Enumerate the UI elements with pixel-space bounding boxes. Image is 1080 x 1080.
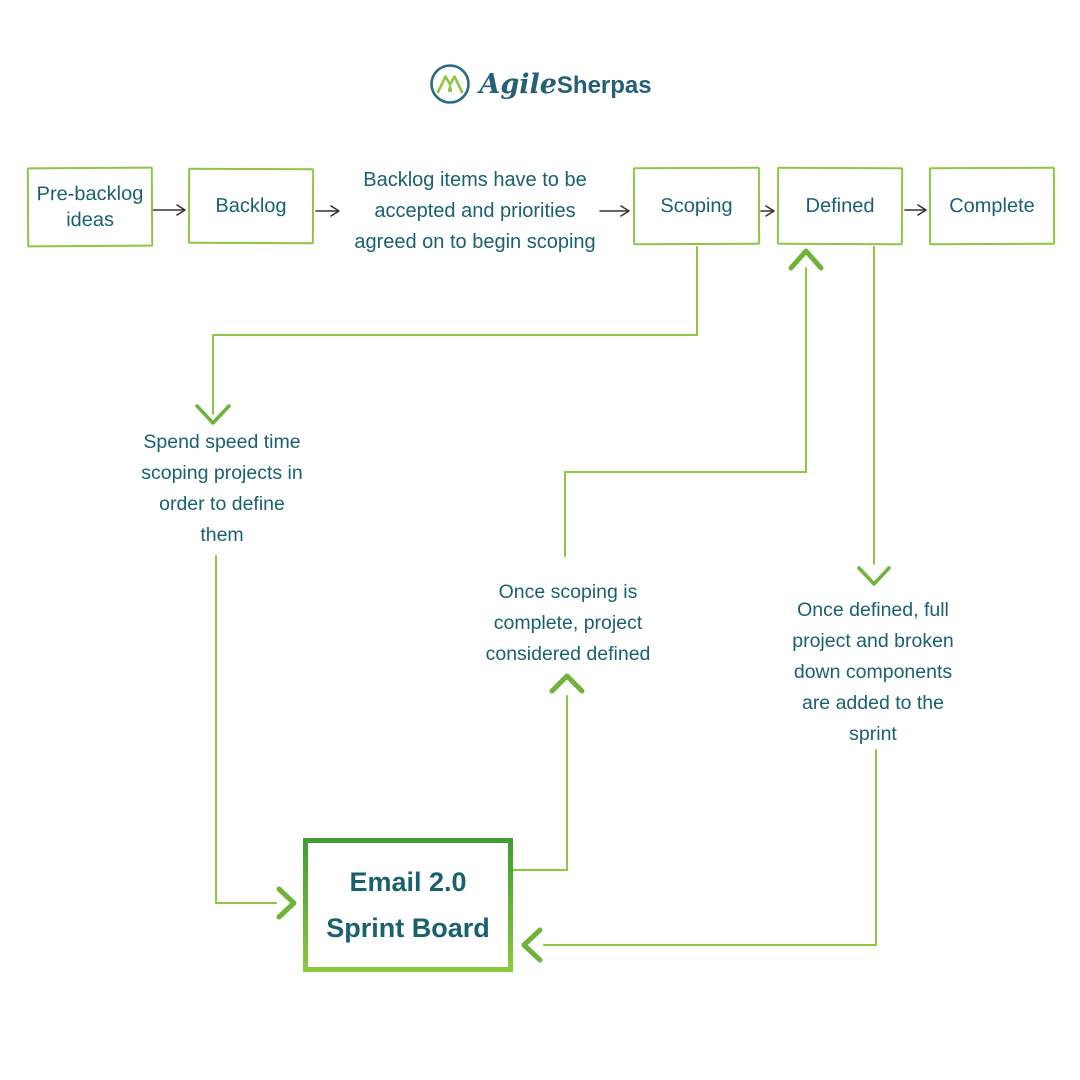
flow-box-scoping: Scoping [632, 166, 761, 246]
arrow-prebacklog-to-backlog [152, 204, 186, 216]
arrow-defined-to-sprint-note [857, 246, 891, 586]
arrow-gate-note-to-scoping [599, 205, 630, 217]
flow-box-pre-backlog-ideas: Pre-backlog ideas [26, 166, 154, 248]
note-scoping-complete: Once scoping is complete, project consid… [485, 581, 651, 665]
arrow-sprint-board-to-defined-note [512, 673, 585, 871]
arrow-scoping-to-defined [760, 205, 775, 217]
note-scoping-time: Spend speed time scoping projects in ord… [141, 431, 303, 546]
gate-note-backlog-acceptance: Backlog items have to be accepted and pr… [354, 169, 596, 253]
arrow-scoping-note-to-sprint-board [215, 555, 297, 920]
arrow-defined-to-complete [904, 204, 927, 216]
brand-name-sherpas: Sherpas [556, 71, 652, 99]
arrow-scoping-to-scoping-note [195, 246, 698, 425]
sprint-board-box: Email 2.0 Sprint Board [303, 838, 513, 972]
arrow-backlog-to-gate-note [315, 205, 340, 217]
brand-name-agile: Agile [479, 68, 557, 100]
agilesherpas-logo-icon [430, 64, 471, 104]
flow-box-backlog: Backlog [187, 167, 315, 245]
arrow-defined-note-to-defined [564, 248, 824, 557]
arrow-sprint-note-to-sprint-board [521, 749, 877, 963]
note-added-to-sprint: Once defined, full project and broken do… [792, 599, 954, 745]
flow-box-defined: Defined [776, 166, 904, 246]
flow-box-complete: Complete [928, 166, 1056, 246]
